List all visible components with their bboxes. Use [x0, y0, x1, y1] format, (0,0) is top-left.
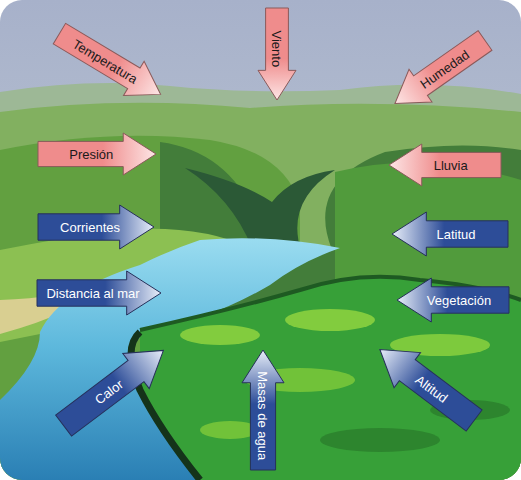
factor-label: Altitud: [413, 373, 450, 405]
arrow-outline: [258, 8, 296, 100]
factor-arrow: Corrientes: [38, 205, 154, 249]
arrow-outline: [37, 271, 161, 315]
label-box: Humedad: [392, 24, 496, 114]
label-box: Altitud: [376, 339, 487, 438]
factor-arrow: Latitud: [392, 212, 508, 256]
forest: [140, 277, 521, 480]
label-box: Viento: [258, 8, 296, 90]
label-box: Distancia al mar: [37, 271, 149, 315]
forest-highlight: [285, 309, 375, 331]
label-box: Corrientes: [38, 205, 142, 249]
label-box: Calor: [50, 340, 167, 443]
factor-label: Latitud: [436, 228, 475, 241]
factor-label: Distancia al mar: [46, 287, 139, 300]
label-box: Latitud: [404, 212, 508, 256]
arrow-outline: [367, 332, 488, 438]
factor-arrow: Lluvia: [389, 144, 501, 186]
factor-arrow: Distancia al mar: [37, 271, 161, 315]
forest-highlight: [180, 325, 260, 345]
arrow-outline: [50, 333, 176, 443]
arrow-outline: [383, 24, 496, 120]
factor-arrow: Temperatura: [49, 16, 171, 111]
factor-arrow: Altitud: [367, 332, 488, 438]
arrow-outline: [392, 212, 508, 256]
arrow-outline: [389, 144, 501, 186]
label-box: Presión: [38, 133, 145, 175]
arrow-outline: [49, 16, 171, 111]
factor-arrow: Presión: [38, 133, 156, 175]
far-hills: [0, 83, 521, 480]
factor-label: Calor: [92, 377, 125, 406]
factor-arrow: Vegetación: [397, 278, 509, 322]
arrow-outline: [38, 133, 156, 175]
factor-label: Vegetación: [427, 294, 491, 307]
factor-arrow: Humedad: [383, 24, 496, 120]
forest-edge: [140, 277, 521, 330]
forest-shadow: [320, 428, 440, 452]
label-box: Vegetación: [409, 278, 509, 322]
label-box: Lluvia: [400, 144, 501, 186]
factor-arrow: Viento: [258, 8, 296, 100]
factor-label: Lluvia: [434, 159, 468, 172]
label-box: Temperatura: [49, 16, 161, 105]
arrow-outline: [397, 278, 509, 322]
factor-label: Masas de agua: [257, 371, 270, 460]
factor-arrow: Calor: [50, 333, 176, 443]
factor-label: Viento: [271, 31, 284, 68]
factor-label: Corrientes: [60, 221, 120, 234]
factor-label: Presión: [69, 148, 113, 161]
arrow-outline: [38, 205, 154, 249]
label-box: Masas de agua: [242, 361, 284, 470]
factor-label: Humedad: [418, 47, 472, 90]
arrow-outline: [242, 350, 284, 470]
factor-label: Temperatura: [71, 37, 140, 86]
factor-arrow: Masas de agua: [242, 350, 284, 470]
mid-hills: [0, 103, 521, 480]
